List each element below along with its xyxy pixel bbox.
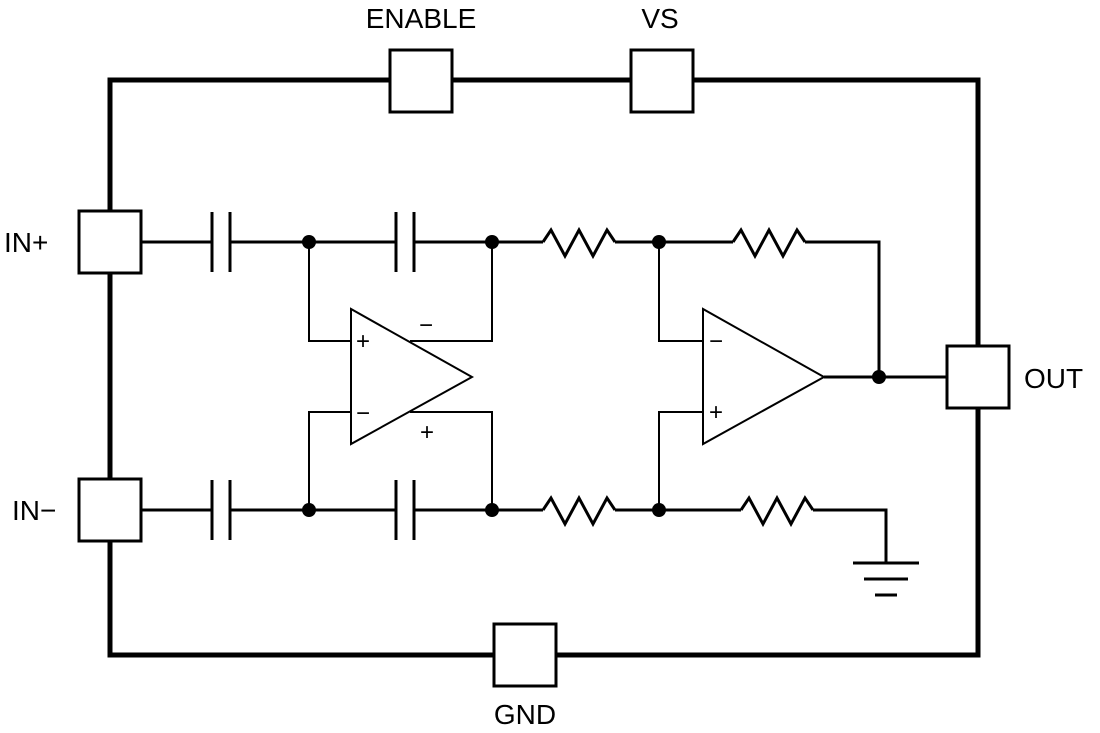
amp1-out-plus-sign: +: [420, 419, 434, 446]
amp2-plus-sign: +: [709, 399, 723, 426]
top-input-capacitor: [210, 212, 232, 272]
out-pin: [945, 344, 1011, 410]
junction-dots: [302, 235, 886, 517]
in-plus-pin: [77, 209, 143, 275]
junction-dot: [485, 235, 499, 249]
enable-pin: [388, 48, 454, 114]
junction-dot: [302, 503, 316, 517]
amp1-plus-input-wire: [308, 242, 351, 342]
junction-dot: [652, 235, 666, 249]
feedback-resistor: [731, 226, 807, 260]
vs-pin: [629, 48, 695, 114]
amp2-minus-input-wire: [658, 242, 703, 342]
amp2-triangle: [702, 307, 827, 446]
amp1-plus-sign: +: [356, 328, 370, 355]
amp1-minus-output-wire: [410, 242, 493, 342]
package-outline: [107, 77, 981, 658]
amp1-triangle: [350, 307, 475, 446]
amp1-out-minus-sign: −: [419, 312, 433, 339]
amp1-minus-input-wire: [308, 411, 351, 510]
in-plus-pin-label: IN+: [4, 227, 48, 258]
ground-wire: [813, 508, 888, 562]
junction-dot: [485, 503, 499, 517]
junction-dot: [302, 235, 316, 249]
enable-pin-label: ENABLE: [366, 3, 477, 34]
bottom-input-resistor: [541, 494, 617, 528]
ground-resistor: [739, 494, 815, 528]
gnd-pin: [492, 622, 558, 688]
top-input-resistor: [541, 226, 617, 260]
feedback-wire: [805, 240, 881, 377]
amp2-plus-input-wire: [658, 411, 703, 510]
amp1-minus-sign: −: [356, 400, 370, 427]
top-coupling-capacitor: [394, 212, 416, 272]
junction-dot: [872, 370, 886, 384]
ground-icon: [853, 561, 919, 597]
junction-dot: [652, 503, 666, 517]
out-pin-label: OUT: [1024, 363, 1083, 394]
in-minus-pin: [77, 477, 143, 543]
vs-pin-label: VS: [641, 3, 678, 34]
amp2-minus-sign: −: [709, 328, 723, 355]
bottom-coupling-capacitor: [394, 480, 416, 540]
bottom-input-capacitor: [210, 480, 232, 540]
amp1-plus-output-wire: [410, 411, 493, 510]
gnd-pin-label: GND: [494, 699, 556, 730]
in-minus-pin-label: IN−: [12, 495, 56, 526]
